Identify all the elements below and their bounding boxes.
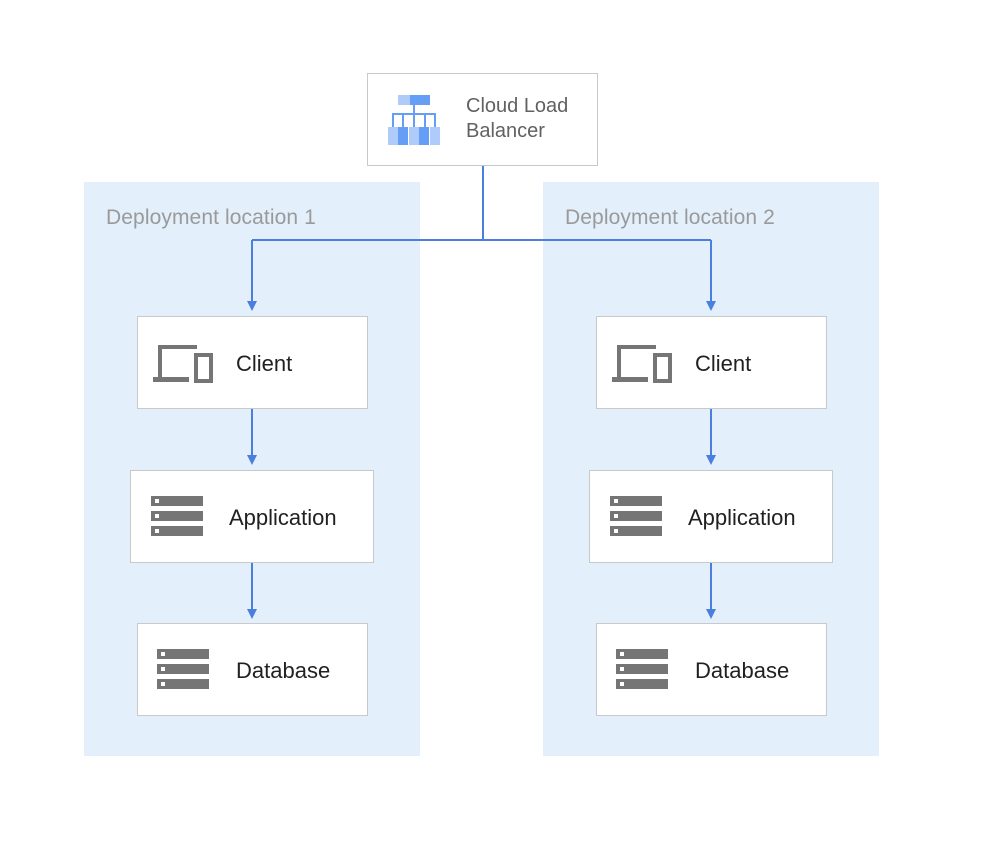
cloud-load-balancer-node: Cloud Load Balancer	[367, 73, 598, 166]
server-stack-icon	[151, 496, 203, 536]
database-icon	[616, 649, 668, 689]
application-label-2: Application	[688, 505, 796, 530]
devices-icon	[612, 345, 672, 383]
database-node-1: Database	[137, 623, 368, 716]
load-balancer-icon	[388, 95, 440, 145]
client-node-1: Client	[137, 316, 368, 409]
server-stack-icon	[610, 496, 662, 536]
database-node-2: Database	[596, 623, 827, 716]
application-node-2: Application	[589, 470, 833, 563]
application-node-1: Application	[130, 470, 374, 563]
client-label-2: Client	[695, 351, 752, 376]
deployment-location-2-label: Deployment location 2	[565, 206, 775, 229]
deployment-location-1-label: Deployment location 1	[106, 206, 316, 229]
client-label-1: Client	[236, 351, 293, 376]
client-node-2: Client	[596, 316, 827, 409]
application-label-1: Application	[229, 505, 337, 530]
database-icon	[157, 649, 209, 689]
devices-icon	[153, 345, 213, 383]
database-label-1: Database	[236, 658, 331, 683]
database-label-2: Database	[695, 658, 790, 683]
cloud-load-balancer-label: Cloud Load Balancer	[466, 95, 569, 142]
